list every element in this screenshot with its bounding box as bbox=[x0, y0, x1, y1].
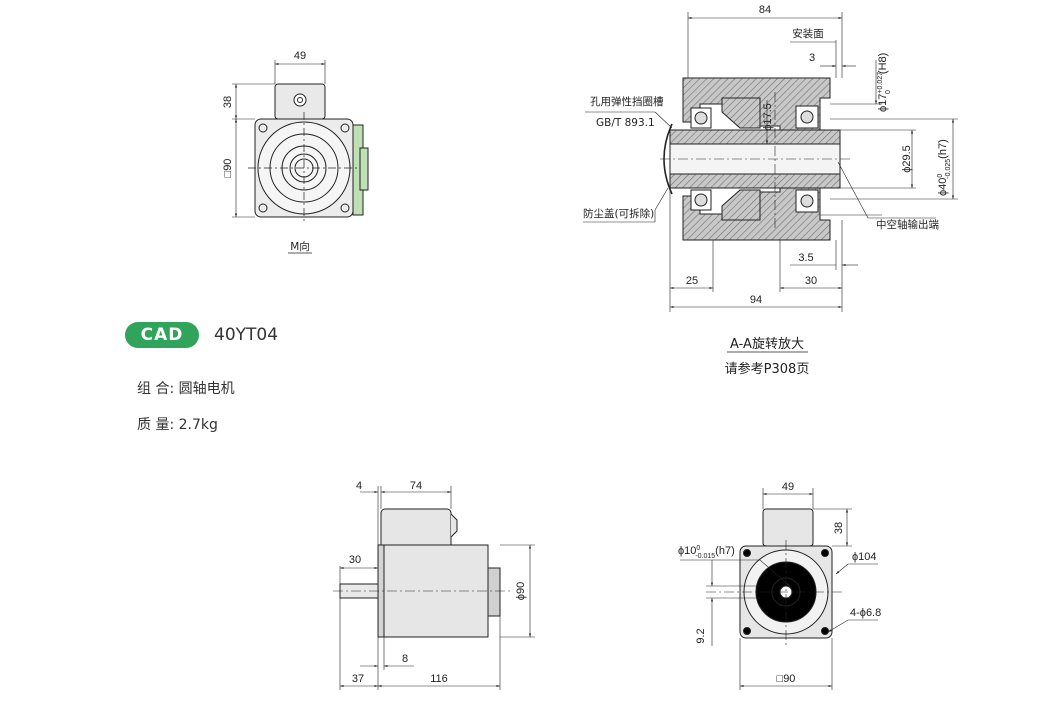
m-dim-38: 38 bbox=[222, 96, 234, 108]
dust-cover-label: 防尘盖(可拆除) bbox=[583, 207, 654, 220]
spec-value: 2.7kg bbox=[178, 417, 218, 433]
cad-badge[interactable]: CAD bbox=[125, 322, 199, 348]
gear-upper bbox=[721, 97, 761, 129]
front-dim-38: 38 bbox=[833, 522, 845, 534]
section-caption: A-A旋转放大 bbox=[730, 337, 804, 352]
sec-dim-phi295: ϕ29.5 bbox=[901, 145, 913, 173]
front-dim-49: 49 bbox=[782, 481, 794, 493]
sec-dim-94: 94 bbox=[750, 294, 762, 306]
spec-row-weight: 质 量: 2.7kg bbox=[137, 414, 218, 434]
sec-dim-35: 3.5 bbox=[798, 252, 813, 264]
hollow-shaft-upper bbox=[669, 129, 841, 145]
side-dim-phi90: ϕ90 bbox=[515, 582, 527, 600]
front-terminal-box bbox=[762, 508, 814, 547]
front-dim-92: 9.2 bbox=[695, 628, 707, 643]
mount-face-label: 安装面 bbox=[792, 27, 824, 40]
front-dim-sq90: □90 bbox=[777, 673, 796, 685]
front-holes: 4-ϕ6.8 bbox=[850, 607, 881, 619]
side-dim-116: 116 bbox=[430, 673, 448, 685]
section-view bbox=[583, 12, 958, 353]
side-view bbox=[333, 486, 535, 690]
m-dim-90: □90 bbox=[222, 159, 234, 178]
ring-groove-label: 孔用弹性挡圈槽 bbox=[590, 95, 664, 108]
side-dim-4: 4 bbox=[356, 480, 362, 492]
spec-key: 组 合: bbox=[137, 381, 175, 397]
section-reference: 请参考P308页 bbox=[725, 361, 810, 377]
front-bolt-holes bbox=[743, 549, 829, 635]
sec-dim-84: 84 bbox=[759, 4, 771, 16]
spec-key: 质 量: bbox=[137, 417, 175, 433]
sec-dim-phi40: ϕ400-0.025(h7) bbox=[937, 139, 952, 196]
spec-value: 圆轴电机 bbox=[178, 381, 235, 397]
sec-dim-3: 3 bbox=[809, 52, 815, 64]
front-dim-phi104: ϕ104 bbox=[852, 551, 877, 563]
side-dim-30: 30 bbox=[349, 554, 361, 566]
front-view bbox=[680, 488, 878, 690]
ring-groove-standard: GB/T 893.1 bbox=[596, 117, 655, 129]
sec-dim-phi17: ϕ17+0.0270(H8) bbox=[877, 53, 892, 112]
side-end-cap bbox=[487, 567, 501, 617]
sec-dim-30: 30 bbox=[805, 275, 817, 287]
spec-row-combination: 组 合: 圆轴电机 bbox=[137, 378, 235, 398]
shaft-output-label: 中空轴输出端 bbox=[876, 218, 939, 231]
side-dim-74: 74 bbox=[410, 480, 422, 492]
front-dim-phi10: ϕ100-0.015(h7) bbox=[678, 545, 735, 560]
sec-dim-25: 25 bbox=[686, 275, 698, 287]
hollow-shaft-lower bbox=[669, 173, 841, 189]
m-view-caption: M向 bbox=[290, 240, 310, 253]
side-terminal-box bbox=[380, 508, 452, 550]
sec-dim-phi175: ϕ17.5 bbox=[762, 103, 774, 131]
gear-lower bbox=[721, 189, 761, 221]
side-dim-37: 37 bbox=[352, 673, 364, 685]
side-dim-8: 8 bbox=[402, 653, 408, 665]
model-number: 40YT04 bbox=[214, 325, 279, 345]
bolt-holes bbox=[258, 123, 350, 213]
m-view bbox=[232, 60, 369, 254]
m-dim-49: 49 bbox=[294, 50, 306, 62]
